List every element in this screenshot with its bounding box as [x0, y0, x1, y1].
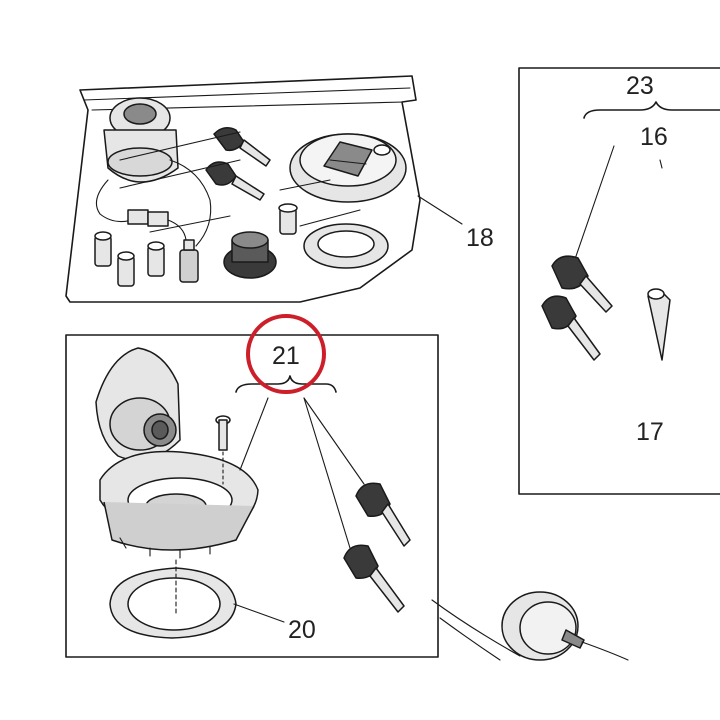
callout-20: 20 — [288, 616, 316, 644]
fuel-cap-icon — [289, 133, 407, 203]
leader-line-18 — [417, 195, 463, 225]
pin-icon — [647, 288, 671, 361]
pin-icon — [278, 203, 298, 235]
callout-23: 23 — [626, 72, 654, 100]
callout-17: 17 — [636, 418, 664, 446]
kit-23-frame: 23 16 17 — [518, 67, 720, 495]
lock-cylinder-icon — [223, 231, 277, 279]
fuel-filler-cap-icon — [95, 347, 259, 559]
lock-barrel-icon — [94, 231, 199, 287]
key-icon — [541, 255, 613, 361]
screw-icon — [215, 415, 231, 485]
gasket-icon — [109, 559, 237, 639]
kit-21-box — [65, 334, 439, 658]
callout-21: 21 — [272, 342, 300, 370]
connector-block-icon — [127, 209, 187, 241]
brace-23 — [583, 101, 720, 119]
cable-sensor-icon — [431, 591, 629, 661]
ring-gasket-icon — [303, 223, 389, 269]
key-icon — [205, 127, 271, 201]
brace-21 — [235, 375, 337, 393]
kit-18-card — [65, 75, 421, 303]
callout-18: 18 — [466, 224, 494, 252]
highlight-circle — [246, 314, 326, 394]
key-icon — [343, 482, 411, 613]
callout-16: 16 — [640, 123, 668, 151]
